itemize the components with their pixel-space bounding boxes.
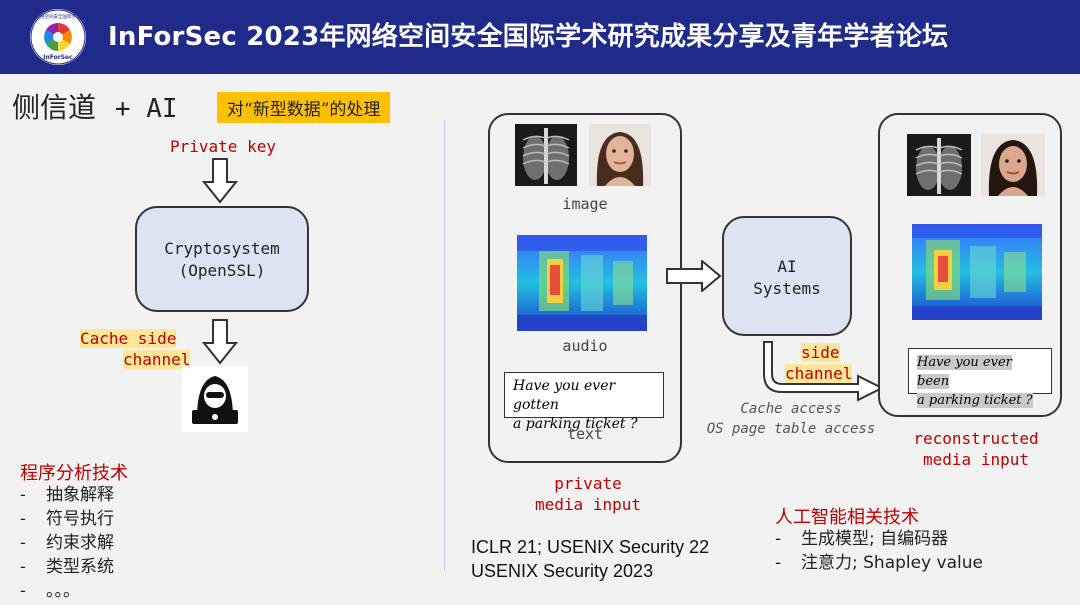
cryptosystem-line2: (OpenSSL) bbox=[135, 260, 309, 282]
side-line2: channel bbox=[785, 364, 852, 383]
cache-side-channel-label: Cache side channel bbox=[80, 328, 190, 370]
list-item: -注意力; Shapley value bbox=[775, 551, 983, 575]
topic-main: 侧信道 bbox=[12, 91, 96, 124]
reconstructed-caption: reconstructed media input bbox=[884, 428, 1068, 470]
list-item: -符号执行 bbox=[20, 507, 114, 531]
inforsec-logo: InForSec 网络空间安全国际学术 bbox=[30, 9, 86, 65]
ai-techniques-title: 人工智能相关技术 bbox=[775, 503, 919, 529]
side-channel-label: side channel bbox=[785, 342, 852, 384]
private-key-label: Private key bbox=[170, 137, 276, 156]
os-access-label: OS page table access bbox=[698, 419, 884, 439]
reconstructed-xray-image bbox=[907, 134, 971, 196]
list-item: -生成模型; 自编码器 bbox=[775, 527, 983, 551]
program-analysis-title: 程序分析技术 bbox=[20, 459, 128, 485]
cryptosystem-line1: Cryptosystem bbox=[135, 238, 309, 260]
list-item: -类型系统 bbox=[20, 555, 114, 579]
private-line2: media input bbox=[510, 494, 666, 515]
citation-line1: ICLR 21; USENIX Security 22 bbox=[471, 535, 709, 559]
reconstructed-text-line2: a parking ticket ? bbox=[917, 393, 1033, 408]
list-item: -约束求解 bbox=[20, 531, 114, 555]
xray-image bbox=[515, 124, 577, 186]
reconstructed-spectrogram bbox=[912, 224, 1042, 320]
cryptosystem-label: Cryptosystem (OpenSSL) bbox=[135, 238, 309, 282]
private-text-line1: Have you ever gotten bbox=[513, 377, 655, 415]
logo-ring-text: 网络空间安全国际学术 bbox=[36, 13, 81, 20]
program-analysis-list: -抽象解释 -符号执行 -约束求解 -类型系统 -。。。 bbox=[20, 483, 114, 603]
access-methods: Cache access OS page table access bbox=[698, 399, 884, 439]
hacker-icon bbox=[182, 366, 248, 432]
down-arrow-icon bbox=[202, 319, 238, 365]
private-text-box: Have you ever gotten a parking ticket ? bbox=[504, 372, 664, 418]
ai-line2: Systems bbox=[722, 278, 852, 300]
private-media-caption: private media input bbox=[510, 473, 666, 515]
rec-line2: media input bbox=[884, 449, 1068, 470]
ai-techniques-list: -生成模型; 自编码器 -注意力; Shapley value bbox=[775, 527, 983, 575]
column-divider bbox=[444, 120, 445, 570]
list-item: -抽象解释 bbox=[20, 483, 114, 507]
topic-plus-ai: + AI bbox=[115, 94, 178, 124]
face-image bbox=[589, 124, 651, 186]
reconstructed-face-image bbox=[981, 134, 1045, 196]
audio-label: audio bbox=[488, 337, 682, 355]
cache-line1: Cache side bbox=[80, 329, 176, 348]
citation-line2: USENIX Security 2023 bbox=[471, 559, 709, 583]
topic-heading: 侧信道 + AI bbox=[12, 86, 178, 126]
audio-spectrogram bbox=[517, 235, 647, 331]
cache-line2: channel bbox=[123, 350, 190, 369]
logo-text: InForSec bbox=[43, 54, 73, 61]
topic-tag: 对“新型数据”的处理 bbox=[217, 92, 390, 123]
right-arrow-icon bbox=[666, 260, 722, 292]
list-item: -。。。 bbox=[20, 579, 114, 603]
reconstructed-text-line1: Have you ever been bbox=[917, 355, 1012, 389]
page-title: InForSec 2023年网络空间安全国际学术研究成果分享及青年学者论坛 bbox=[108, 16, 948, 53]
side-line1: side bbox=[801, 343, 840, 362]
reconstructed-text-box: Have you ever been a parking ticket ? bbox=[908, 348, 1052, 394]
private-line1: private bbox=[510, 473, 666, 494]
image-label: image bbox=[488, 195, 682, 213]
rec-line1: reconstructed bbox=[884, 428, 1068, 449]
citation-block: ICLR 21; USENIX Security 22 USENIX Secur… bbox=[471, 535, 709, 583]
text-label: text bbox=[488, 425, 682, 443]
ai-line1: AI bbox=[722, 256, 852, 278]
cache-access-label: Cache access bbox=[698, 399, 884, 419]
ai-systems-label: AI Systems bbox=[722, 256, 852, 300]
down-arrow-icon bbox=[202, 158, 238, 204]
